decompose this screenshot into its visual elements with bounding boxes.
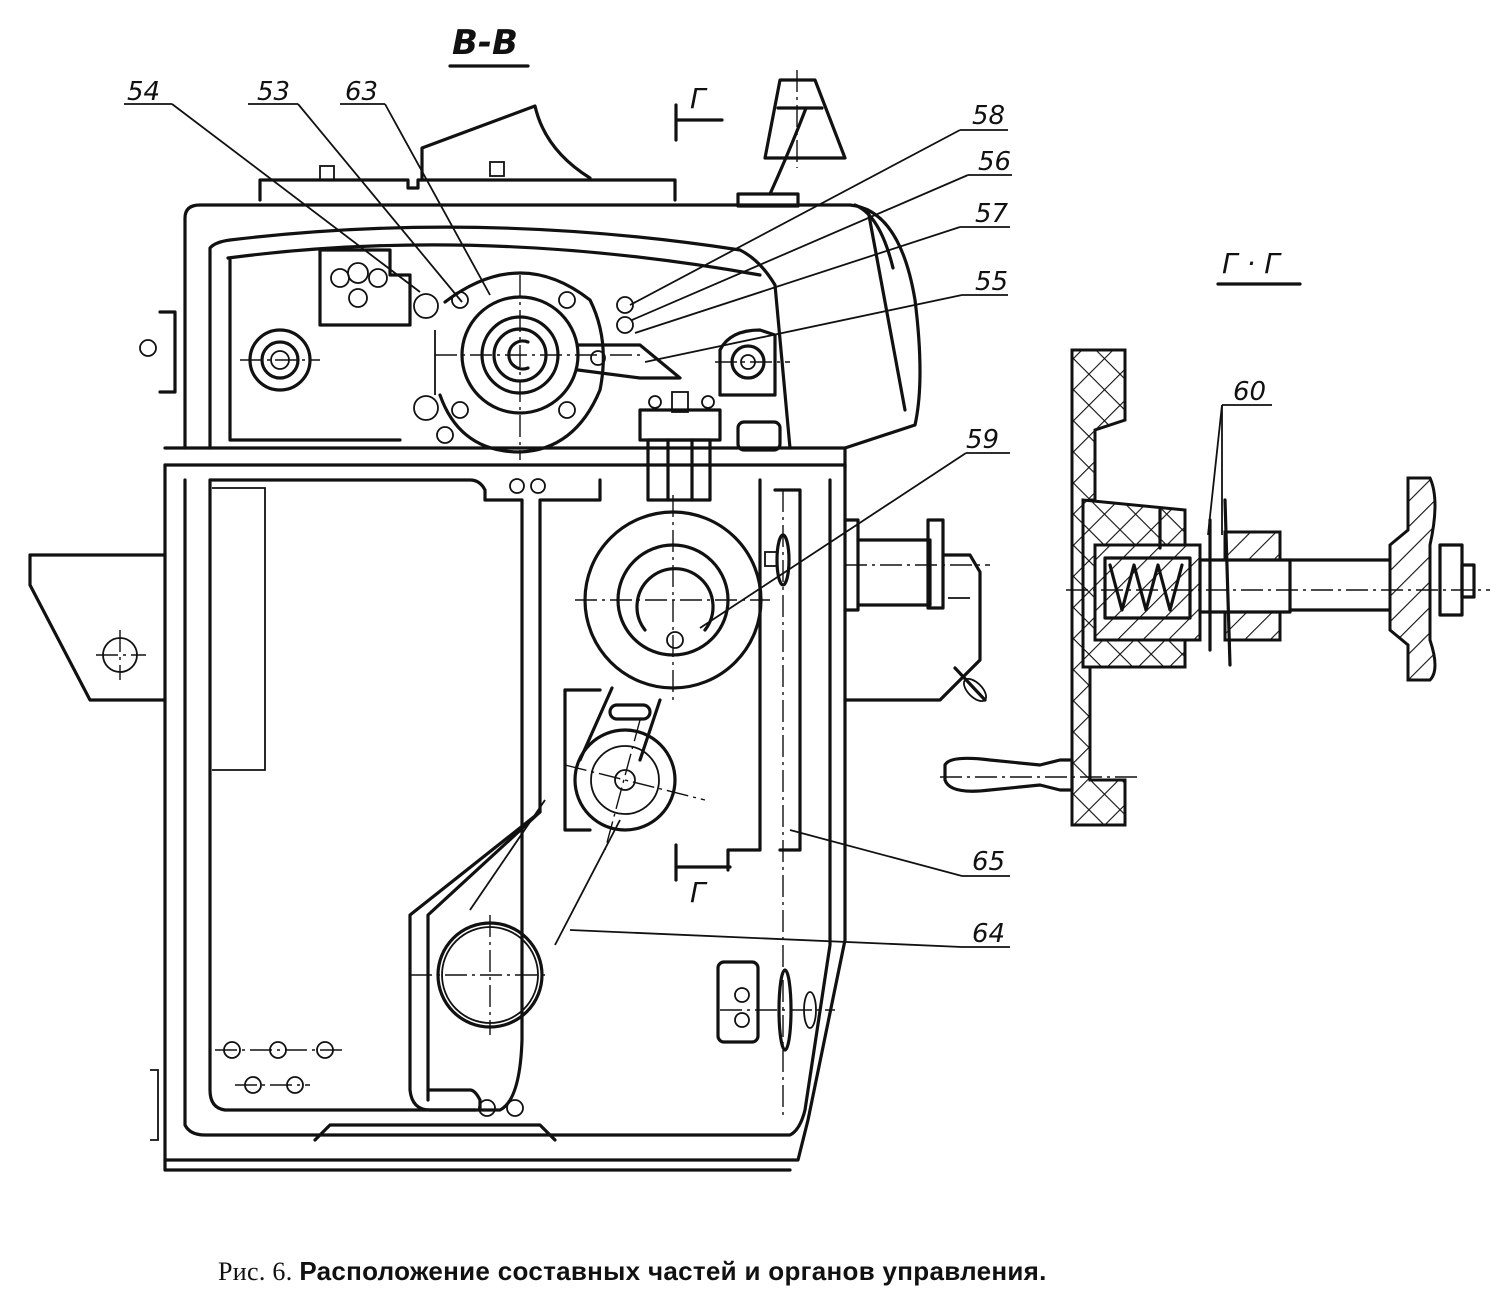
callout-53: 53 <box>248 77 463 303</box>
svg-text:57: 57 <box>975 199 1009 229</box>
eccentric-disc <box>575 495 770 700</box>
lower-cover <box>410 799 621 1035</box>
svg-text:64: 64 <box>972 919 1005 949</box>
svg-text:63: 63 <box>345 77 378 107</box>
svg-text:60: 60 <box>1233 377 1266 407</box>
svg-text:54: 54 <box>127 77 160 107</box>
svg-text:55: 55 <box>975 267 1008 297</box>
figure-caption: Рис. 6. Расположение составных частей и … <box>218 1256 1047 1287</box>
callout-63: 63 <box>340 77 491 296</box>
housing <box>28 70 990 1172</box>
svg-text:В-В: В-В <box>452 23 518 63</box>
figure-caption-text: Расположение составных частей и органов … <box>299 1256 1047 1286</box>
lower-bolts <box>215 478 546 1117</box>
callout-59: 59 <box>699 425 1010 629</box>
svg-text:58: 58 <box>972 101 1005 131</box>
callout-54: 54 <box>124 77 421 293</box>
vertical-rod <box>716 490 835 1120</box>
callout-64: 64 <box>569 919 1010 949</box>
callout-55: 55 <box>644 267 1008 363</box>
upper-left-bosses <box>240 248 454 444</box>
svg-text:56: 56 <box>978 147 1011 177</box>
callout-56: 56 <box>631 147 1012 321</box>
section-mark-top: Г <box>674 82 724 142</box>
section-mark-bottom: Г <box>674 843 732 909</box>
figure-number: Рис. 6. <box>218 1257 293 1286</box>
callout-65: 65 <box>789 829 1010 877</box>
svg-text:59: 59 <box>966 425 999 455</box>
right-pivot <box>715 328 790 452</box>
view-title-b-b: В-В <box>448 23 530 68</box>
svg-text:65: 65 <box>972 847 1005 877</box>
main-drum-assembly <box>435 271 682 460</box>
callout-60: 60 <box>1207 377 1272 536</box>
callout-57: 57 <box>634 199 1010 334</box>
callout-58: 58 <box>629 101 1008 306</box>
handwheel-section <box>940 348 1490 827</box>
svg-text:Г: Г <box>690 876 708 909</box>
view-title-g-g: Г · Г <box>1216 247 1302 286</box>
linkage-arm <box>564 686 706 851</box>
svg-text:Г · Г: Г · Г <box>1222 247 1282 280</box>
switch-block <box>616 296 722 502</box>
svg-text:Г: Г <box>690 82 708 115</box>
svg-text:53: 53 <box>257 77 290 107</box>
